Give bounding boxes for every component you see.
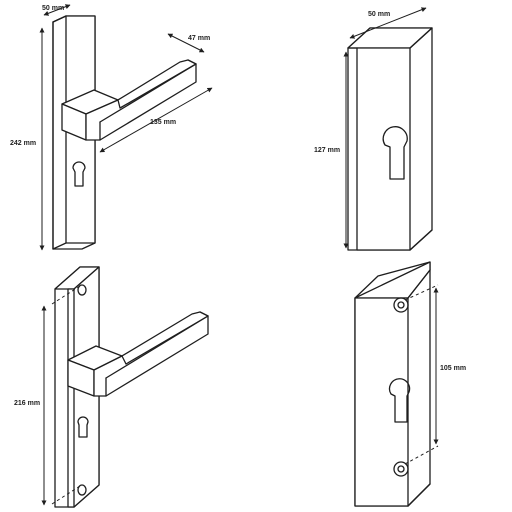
height-label: 105 mm: [440, 365, 466, 372]
width-label: 50 mm: [368, 11, 390, 18]
escutcheon-front: [356, 47, 411, 251]
handle-plate-long-diagram: 50 mm 242 mm 47 mm 135 mm: [10, 4, 213, 251]
height-label: 216 mm: [14, 400, 40, 407]
handle-plate-screw-diagram: 216 mm: [14, 266, 209, 508]
height-label: 242 mm: [10, 140, 36, 147]
keyhole-icon: [388, 378, 411, 423]
height-label: 127 mm: [314, 147, 340, 154]
keyhole-icon: [382, 126, 408, 180]
screw-hole-inner-icon: [397, 465, 405, 473]
depth-label: 47 mm: [188, 35, 210, 42]
screw-hole-icon: [393, 297, 409, 313]
lever-top: [121, 311, 209, 365]
width-label: 50 mm: [42, 5, 64, 12]
escutcheon-screw-diagram: 105 mm: [354, 261, 466, 507]
escutcheon-front: [354, 297, 409, 507]
keyhole-icon: [77, 416, 89, 438]
escutcheon-short-diagram: 50 mm 127 mm: [314, 7, 433, 251]
screw-hole-icon: [77, 284, 87, 296]
screw-hole-inner-icon: [397, 301, 405, 309]
screw-hole-icon: [393, 461, 409, 477]
lever-label: 135 mm: [150, 119, 176, 126]
keyhole-icon: [72, 161, 86, 187]
screw-hole-icon: [77, 484, 87, 496]
